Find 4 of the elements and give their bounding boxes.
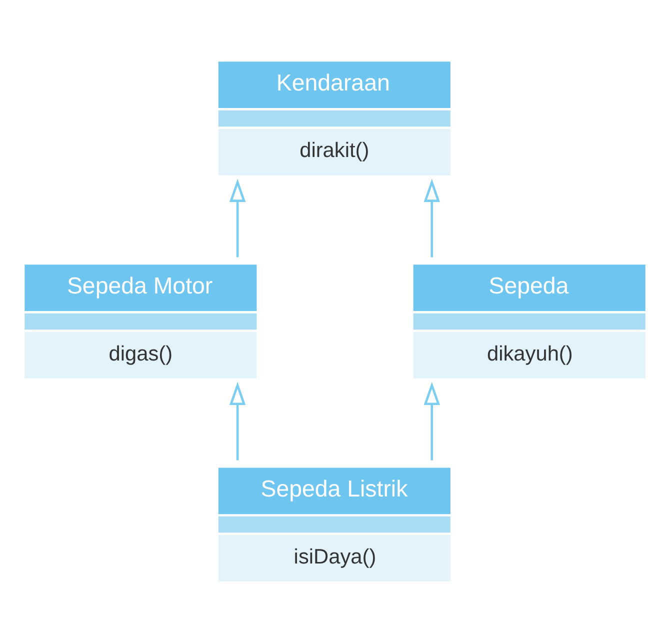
arrow — [229, 178, 246, 258]
arrow — [424, 382, 440, 460]
arrow — [229, 382, 246, 460]
arrow — [424, 178, 440, 258]
